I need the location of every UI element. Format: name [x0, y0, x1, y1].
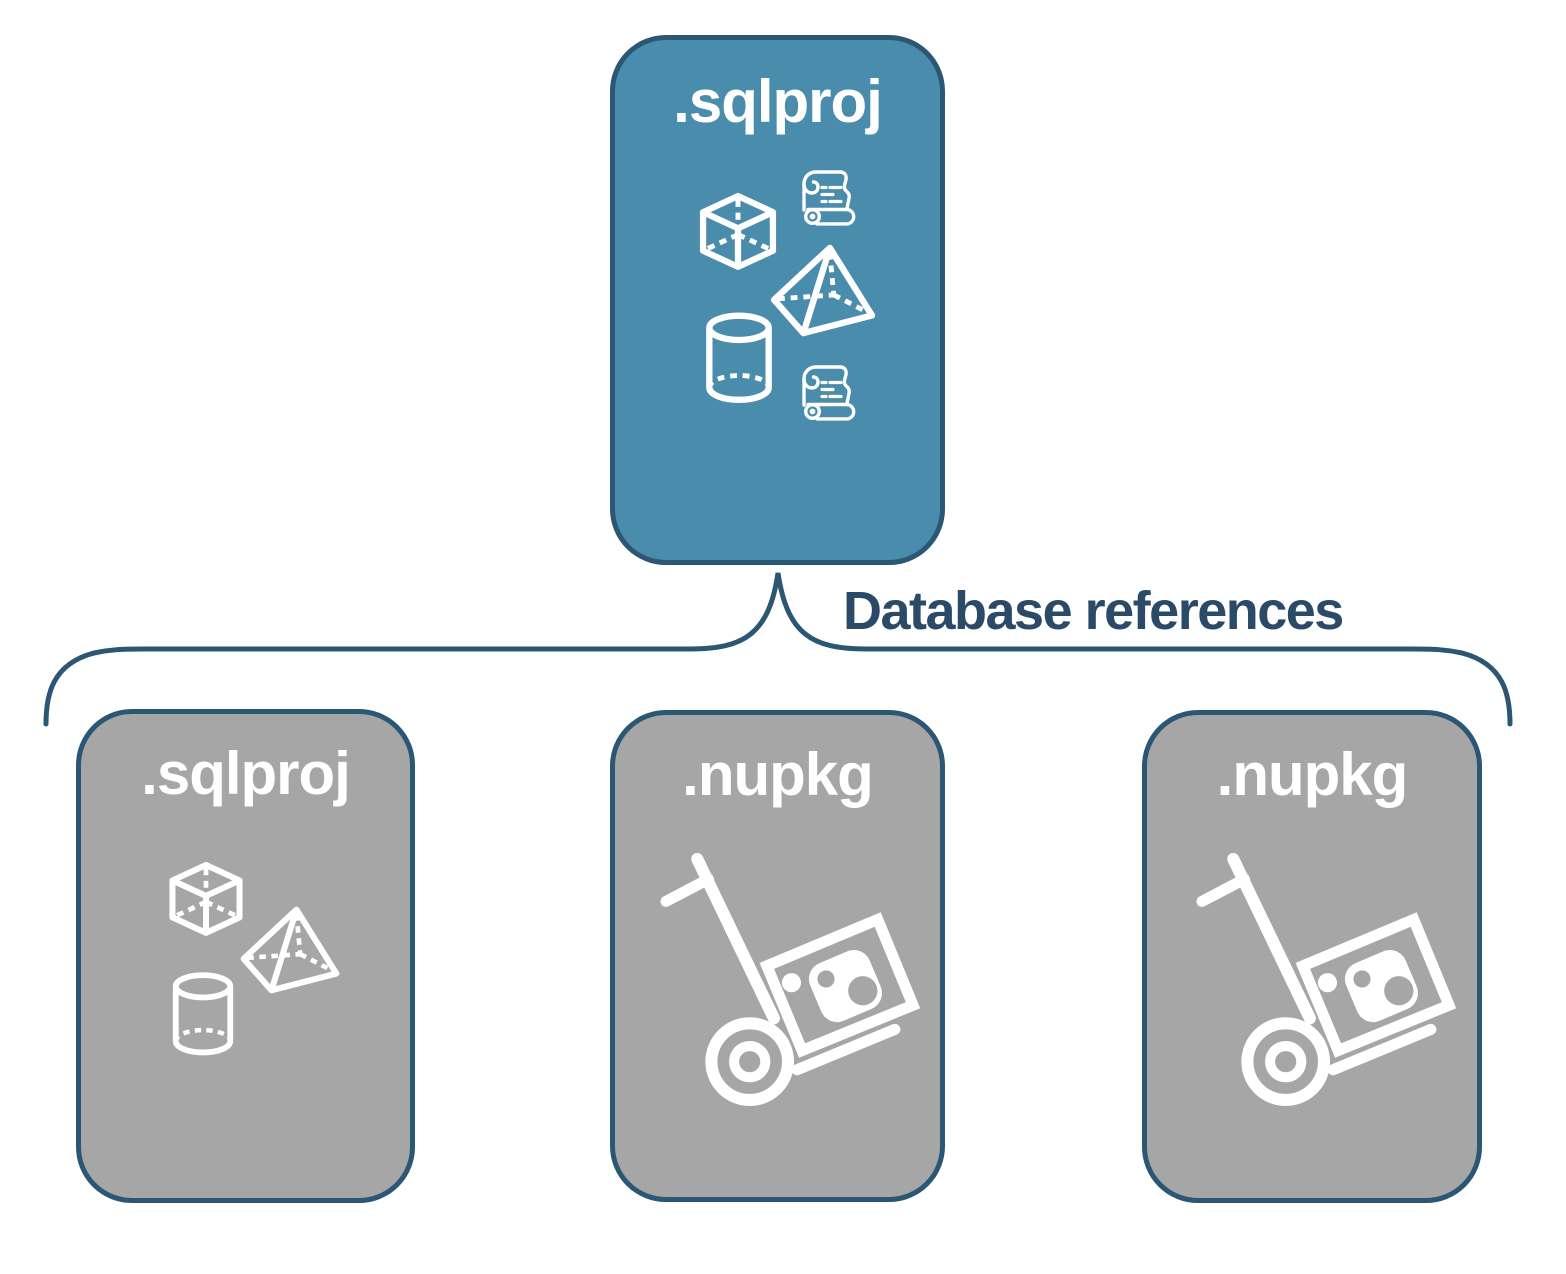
pyramid-icon: [767, 243, 879, 337]
pyramid-icon: [239, 905, 341, 994]
cube-icon: [693, 188, 783, 274]
connector-label: Database references: [843, 581, 1344, 641]
child-box-title: .nupkg: [1216, 741, 1409, 808]
child-box-nupkg-1: .nupkg: [610, 710, 945, 1202]
child-box-title: .nupkg: [682, 741, 874, 808]
child-box-title: .sqlproj: [141, 740, 351, 807]
nuget-logo: [781, 950, 883, 1023]
cube-icon: [163, 857, 249, 940]
scroll-icon: [795, 166, 859, 228]
package-dolly-icon: [660, 852, 921, 1107]
cylinder-icon: [703, 312, 775, 404]
root-box-title: .sqlproj: [673, 68, 883, 135]
nuget-logo: [1317, 950, 1419, 1023]
root-box-sqlproj: .sqlproj: [610, 35, 945, 565]
child-box-sqlproj: .sqlproj: [76, 709, 415, 1203]
cylinder-icon: [169, 972, 237, 1056]
scroll-icon: [795, 361, 859, 423]
package-dolly-icon: [1196, 852, 1457, 1107]
child-box-nupkg-2: .nupkg: [1142, 710, 1482, 1203]
